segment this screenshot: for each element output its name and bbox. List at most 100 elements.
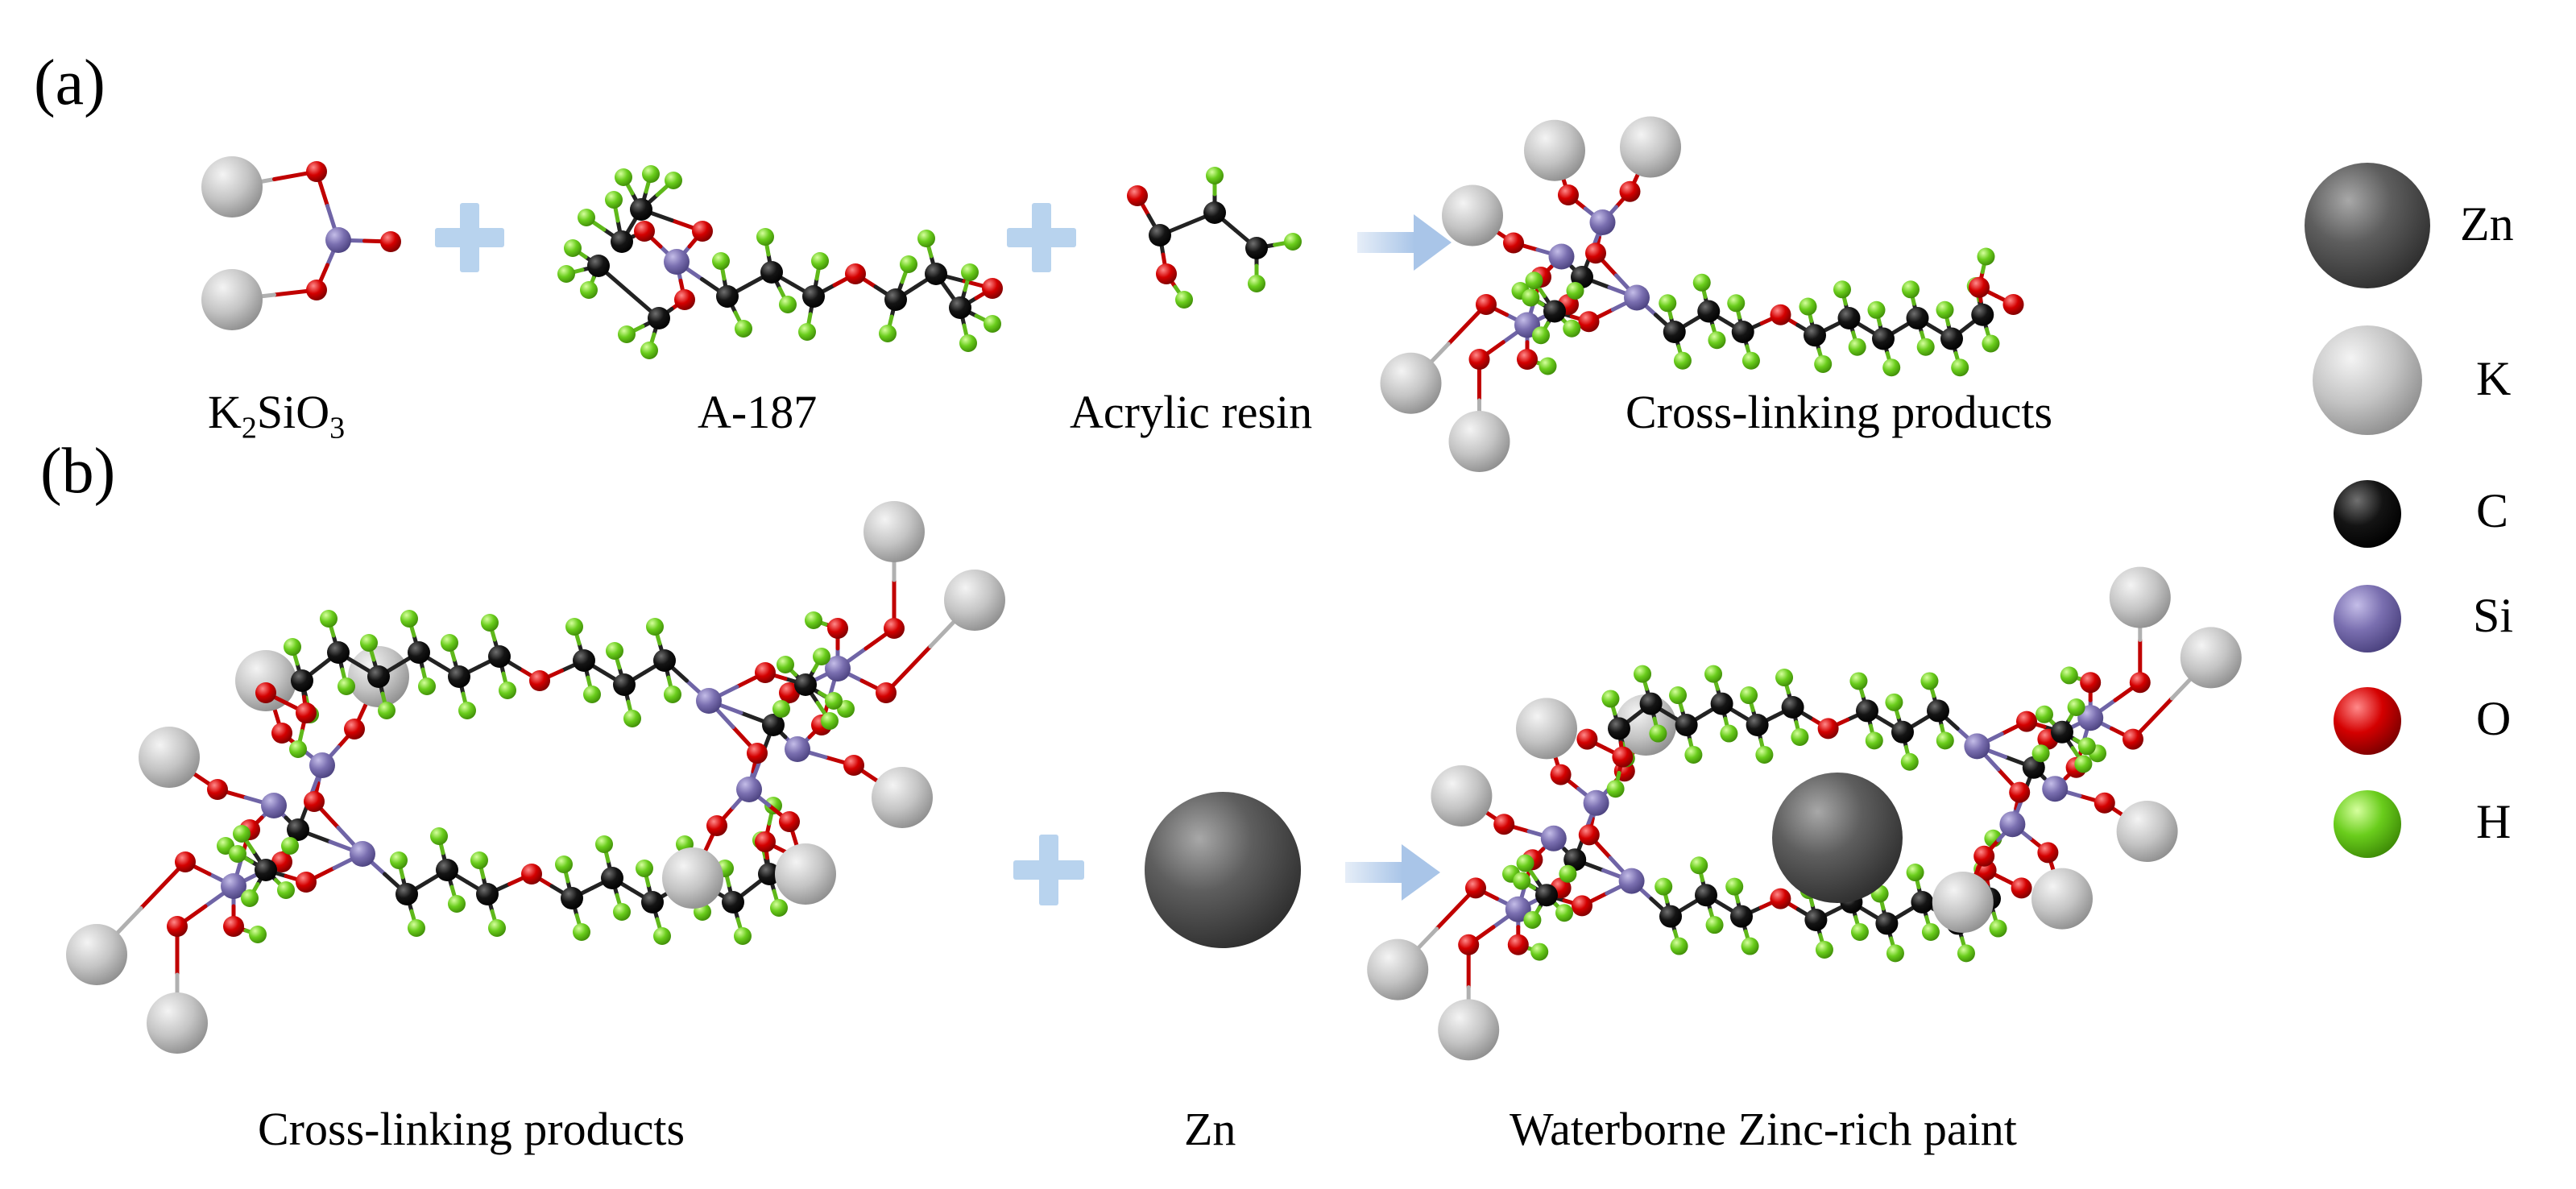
hydrogen-atom-icon [825, 692, 843, 710]
carbon-atom-icon [716, 285, 739, 308]
hydrogen-atom-icon [1555, 904, 1573, 922]
hydrogen-atom-icon [2060, 666, 2078, 685]
hydrogen-atom-icon [1523, 911, 1542, 929]
hydrogen-atom-icon [2031, 744, 2050, 763]
carbon-atom-icon [762, 714, 785, 736]
oxygen-atom-icon [1770, 304, 1791, 325]
carbon-atom-icon [476, 883, 499, 905]
hydrogen-atom-icon [360, 634, 378, 652]
carbon-atom-icon [1697, 300, 1721, 323]
hydrogen-atom-icon [1566, 282, 1584, 300]
oxygen-atom-icon [634, 221, 655, 242]
potassium-atom-icon [1448, 411, 1510, 472]
hydrogen-atom-icon [615, 168, 632, 186]
oxygen-atom-icon [1770, 888, 1791, 909]
carbon-atom-icon [1746, 714, 1769, 736]
hydrogen-atom-icon [712, 252, 730, 270]
silicon-atom-icon [785, 736, 810, 762]
hydrogen-atom-icon [1916, 338, 1935, 356]
hydrogen-atom-icon [1516, 854, 1534, 872]
hydrogen-atom-icon [1906, 864, 1924, 882]
potassium-atom-icon [863, 501, 925, 562]
hydrogen-atom-icon [640, 342, 658, 359]
k2sio3-molecule [201, 156, 401, 330]
oxygen-atom-icon [306, 280, 327, 300]
hydrogen-atom-icon [665, 172, 682, 189]
hydrogen-atom-icon [2067, 698, 2085, 716]
hydrogen-atom-icon [580, 281, 598, 299]
silicon-atom-icon [1618, 868, 1645, 894]
hydrogen-atom-icon [458, 702, 476, 719]
hydrogen-atom-icon [1175, 291, 1193, 309]
potassium-atom-icon [872, 767, 933, 828]
oxygen-atom-icon [2094, 792, 2115, 814]
carbon-atom-icon [1891, 720, 1914, 744]
hydrogen-atom-icon [811, 252, 829, 270]
oxygen-atom-icon [306, 161, 327, 182]
oxygen-atom-icon [827, 618, 848, 639]
hydrogen-atom-icon [1921, 922, 1940, 941]
hydrogen-atom-icon [646, 618, 664, 636]
hydrogen-atom-icon [1849, 672, 1868, 690]
silicon-atom-icon [325, 227, 351, 253]
carbon-atom-icon [925, 263, 947, 285]
hydrogen-atom-icon [1532, 326, 1550, 345]
hydrogen-atom-icon [734, 927, 752, 945]
hydrogen-atom-icon [499, 682, 516, 699]
potassium-atom-icon [1380, 352, 1442, 414]
potassium-atom-icon [1367, 938, 1429, 1000]
hydrogen-atom-icon [1885, 693, 1903, 711]
oxygen-atom-icon [755, 831, 776, 852]
hydrogen-atom-icon [1791, 727, 1809, 746]
hydrogen-atom-icon [1559, 864, 1577, 883]
hydrogen-atom-icon [2077, 737, 2096, 756]
hydrogen-atom-icon [1867, 300, 1886, 319]
oxygen-atom-icon [380, 231, 401, 252]
hydrogen-atom-icon [805, 611, 822, 629]
oxygen-atom-icon [1493, 814, 1515, 835]
potassium-atom-icon [1932, 872, 1994, 933]
oxygen-atom-icon [674, 289, 695, 310]
hydrogen-atom-icon [2334, 790, 2401, 858]
carbon-atom-icon [1837, 307, 1861, 329]
reaction-arrow-icon [1345, 844, 1440, 901]
hydrogen-atom-icon [1284, 233, 1302, 251]
oxygen-atom-icon [1507, 934, 1529, 955]
hydrogen-atom-icon [984, 315, 1001, 333]
cross-linking-products-molecule [1367, 694, 2032, 1061]
oxygen-atom-icon [1517, 349, 1538, 370]
carbon-atom-icon [1940, 327, 1963, 350]
carbon-atom-icon [287, 818, 309, 841]
hydrogen-atom-icon [488, 919, 506, 937]
hydrogen-atom-icon [917, 230, 935, 247]
hydrogen-atom-icon [408, 919, 425, 937]
hydrogen-atom-icon [798, 323, 816, 341]
hydrogen-atom-icon [448, 895, 466, 913]
silicon-atom-icon [696, 688, 722, 714]
oxygen-atom-icon [1969, 276, 1990, 298]
carbon-atom-icon [488, 645, 511, 668]
hydrogen-atom-icon [1865, 731, 1883, 750]
oxygen-atom-icon [755, 662, 776, 683]
hydrogen-atom-icon [284, 638, 301, 656]
carbon-atom-icon [448, 665, 470, 688]
carbon-atom-icon [367, 665, 390, 688]
oxygen-atom-icon [843, 755, 864, 776]
oxygen-atom-icon [1973, 845, 1995, 867]
hydrogen-atom-icon [1525, 271, 1543, 290]
potassium-atom-icon [1516, 698, 1577, 760]
oxygen-atom-icon [747, 743, 768, 764]
carbon-atom-icon [327, 641, 350, 664]
caption-cross-linking-products: Cross-linking products [258, 1103, 685, 1155]
carbon-atom-icon [1675, 714, 1698, 736]
carbon-atom-icon [613, 673, 636, 696]
carbon-atom-icon [1639, 692, 1663, 715]
hydrogen-atom-icon [959, 334, 977, 352]
hydrogen-atom-icon [1708, 331, 1726, 350]
legend-label-k: K [2476, 352, 2512, 405]
silicon-atom-icon [664, 249, 690, 275]
carbon-atom-icon [1149, 224, 1171, 246]
oxygen-atom-icon [296, 702, 317, 723]
oxygen-atom-icon [255, 682, 276, 703]
